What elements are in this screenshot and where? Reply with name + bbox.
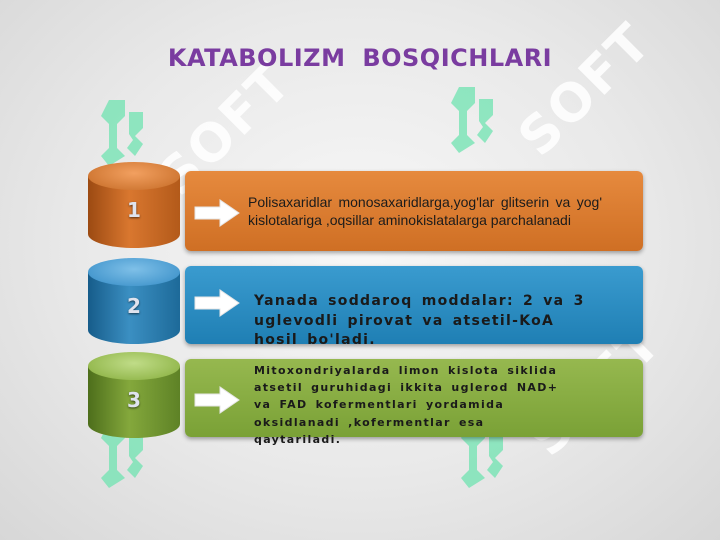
stage-1-number: 1 [127,198,141,222]
right-arrow-icon [194,199,240,227]
stage-1-cylinder: 1 [88,162,180,257]
stage-3-cylinder: 3 [88,352,180,447]
stage-2-text: Yanada soddaroq moddalar: 2 va 3 uglevod… [254,293,585,348]
watermark-text: SOFT [507,11,664,169]
soft-logo-icon [451,87,493,153]
right-arrow-icon [194,289,240,317]
stage-2-number: 2 [127,294,141,318]
cylinder-top [88,352,180,380]
soft-logo-icon [101,100,143,166]
stage-3-text: Mitoxondriyalarda limon kislota siklida … [254,364,559,446]
stage-1-text: Polisaxaridlar monosaxaridlarga,yog'lar … [248,194,602,228]
stage-1-bar [185,171,643,251]
stage-2-cylinder: 2 [88,258,180,353]
right-arrow-icon [194,386,240,414]
cylinder-top [88,162,180,190]
stage-2-bar [185,266,643,344]
cylinder-top [88,258,180,286]
stage-3-bar [185,359,643,437]
stage-3-number: 3 [127,388,141,412]
slide-title: KATABOLIZM BOSQICHLARI [167,44,553,72]
